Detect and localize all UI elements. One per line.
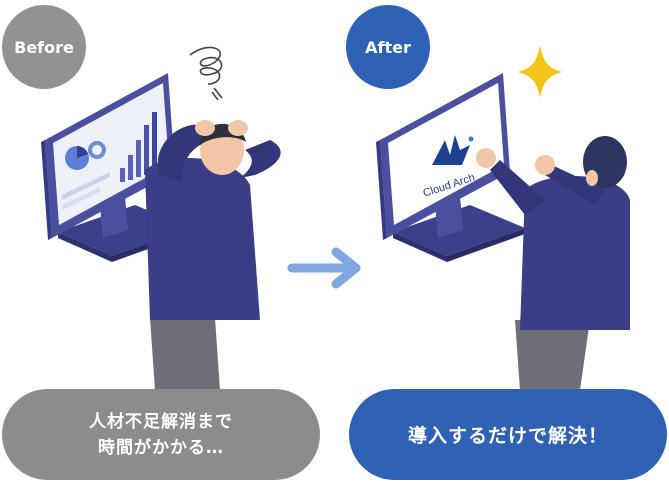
before-person bbox=[145, 120, 281, 390]
transition-arrow-icon bbox=[287, 247, 361, 289]
before-caption-line2: 時間がかかる… bbox=[98, 437, 224, 458]
before-badge: Before bbox=[2, 5, 86, 89]
after-badge: After bbox=[346, 5, 430, 89]
before-caption-line1: 人材不足解消まで bbox=[89, 411, 233, 432]
sparkle-icon bbox=[518, 45, 562, 98]
after-caption-pill: 導入するだけで解決！ bbox=[349, 389, 667, 480]
after-monitor bbox=[376, 73, 525, 262]
before-caption-pill: 人材不足解消まで 時間がかかる… bbox=[2, 389, 320, 480]
after-person bbox=[476, 136, 630, 390]
after-badge-label: After bbox=[365, 37, 411, 57]
before-badge-label: Before bbox=[14, 37, 74, 57]
stress-scribble-icon bbox=[189, 46, 223, 101]
after-caption: 導入するだけで解決！ bbox=[407, 425, 608, 447]
